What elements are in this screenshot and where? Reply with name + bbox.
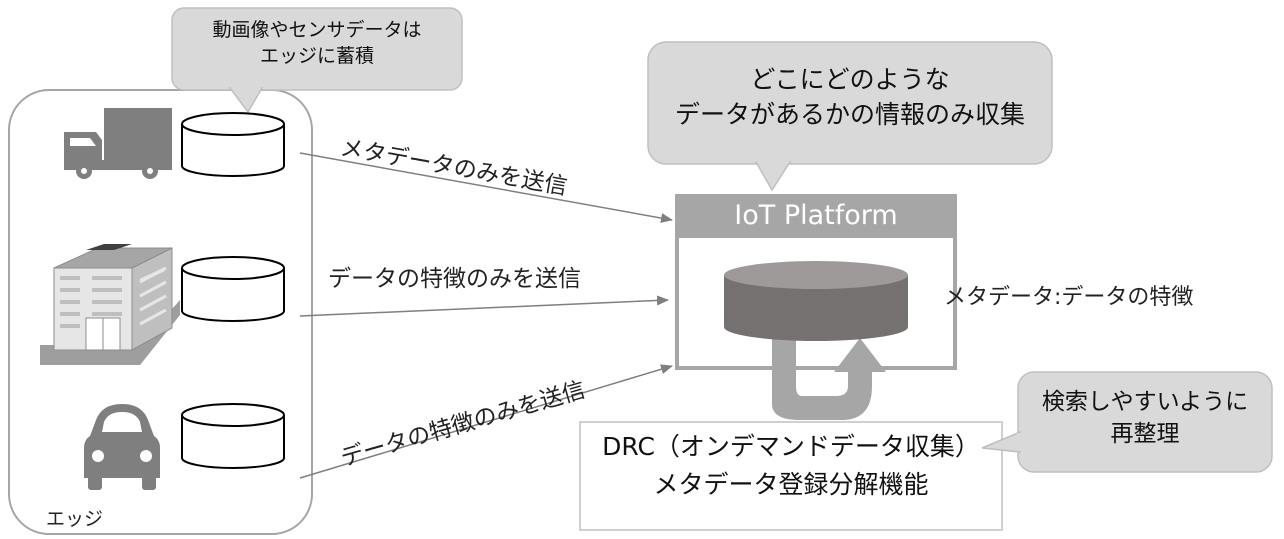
edge-callout-line1: 動画像やセンサデータは — [212, 19, 422, 41]
building-icon — [40, 244, 180, 365]
platform-title: IoT Platform — [734, 200, 898, 231]
truck-icon — [64, 108, 172, 179]
building-to-platform-arrow — [299, 295, 669, 317]
drc-callout — [981, 371, 1273, 473]
car-to-platform-arrow — [299, 364, 673, 479]
platform-callout-text: どこにどのような データがあるかの情報のみ収集 — [648, 62, 1052, 132]
platform-header — [677, 196, 955, 238]
truck-storage-cylinder — [181, 112, 285, 177]
truck-to-platform-arrow — [299, 152, 673, 223]
metadata-db-cylinder — [724, 261, 908, 341]
metadata-db-label: メタデータ:データの特徴 — [944, 285, 1194, 310]
drc-text: DRC（オンデマンドデータ収集） メタデータ登録分解機能 — [580, 428, 1002, 503]
platform-callout-line1: どこにどのような — [750, 65, 950, 94]
drc-callout-line2: 再整理 — [1110, 421, 1180, 448]
drc-line1: DRC（オンデマンドデータ収集） — [602, 432, 980, 461]
car-icon — [84, 404, 160, 490]
edge-callout — [171, 7, 463, 114]
platform-callout — [647, 41, 1053, 192]
edge-label: エッジ — [46, 508, 104, 530]
edge-callout-line2: エッジに蓄積 — [259, 44, 374, 67]
reorganize-arrow — [772, 336, 886, 420]
platform-callout-line2: データがあるかの情報のみ収集 — [674, 100, 1025, 129]
drc-line2: メタデータ登録分解機能 — [653, 469, 929, 499]
car-storage-cylinder — [181, 403, 285, 469]
building-storage-cylinder — [181, 256, 285, 322]
edge-callout-text: 動画像やセンサデータは エッジに蓄積 — [172, 18, 462, 69]
drc-box — [579, 421, 1003, 531]
building-arrow-label: データの特徴のみを送信 — [328, 266, 581, 292]
drc-callout-text: 検索しやすいように 再整理 — [1018, 386, 1272, 450]
drc-callout-line1: 検索しやすいように — [1041, 389, 1249, 415]
